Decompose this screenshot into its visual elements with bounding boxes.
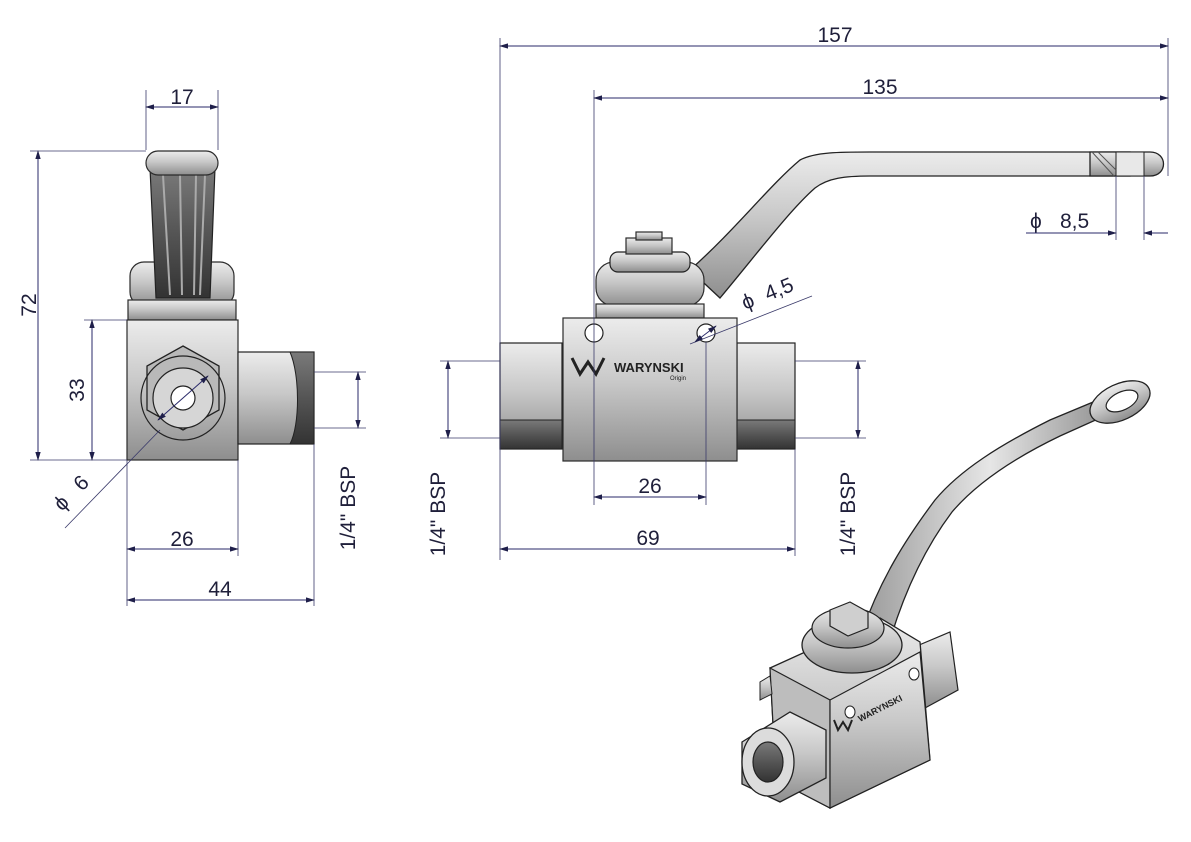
dim-mount-hole-dia: 4,5 <box>761 273 797 305</box>
dim-side-top-width: 17 <box>170 86 193 109</box>
dim-bore-dia-symbol: ϕ <box>49 491 74 516</box>
side-handle-tip <box>145 150 219 176</box>
dim-mount-hole-spacing: 26 <box>638 475 661 498</box>
dim-handle-hole-dia: 8,5 <box>1060 210 1089 233</box>
logo-sub: Origin <box>670 376 686 382</box>
isometric-view: WARYNSKI <box>741 380 1151 809</box>
iso-nut <box>829 601 869 637</box>
dim-side-total-width: 44 <box>208 578 232 601</box>
dim-thread-right: 1/4" BSP <box>837 472 860 557</box>
dim-body-length: 69 <box>636 527 659 550</box>
logo-text: WARYNSKI <box>614 360 684 375</box>
dim-side-body-height: 33 <box>66 378 89 401</box>
side-stem-base <box>127 299 237 321</box>
dim-side-body-width: 26 <box>170 528 193 551</box>
logo-mark <box>570 357 606 377</box>
dim-handle-hole-symbol: ϕ <box>1030 210 1042 233</box>
front-view: WARYNSKI Origin 157 135 ϕ 8,5 ϕ 4,5 26 6… <box>427 24 1169 560</box>
dim-thread-left: 1/4" BSP <box>427 472 450 557</box>
dim-handle-length: 135 <box>862 76 897 99</box>
dim-bore-dia: 6 <box>69 471 94 496</box>
dim-overall-length: 157 <box>817 24 852 47</box>
side-view: 17 72 33 ϕ 6 26 44 1/4" BSP <box>18 86 366 606</box>
dim-side-height-total: 72 <box>18 293 41 316</box>
dim-mount-hole-symbol: ϕ <box>738 289 758 315</box>
iso-lever <box>861 394 1119 641</box>
dim-side-thread: 1/4" BSP <box>337 466 360 551</box>
